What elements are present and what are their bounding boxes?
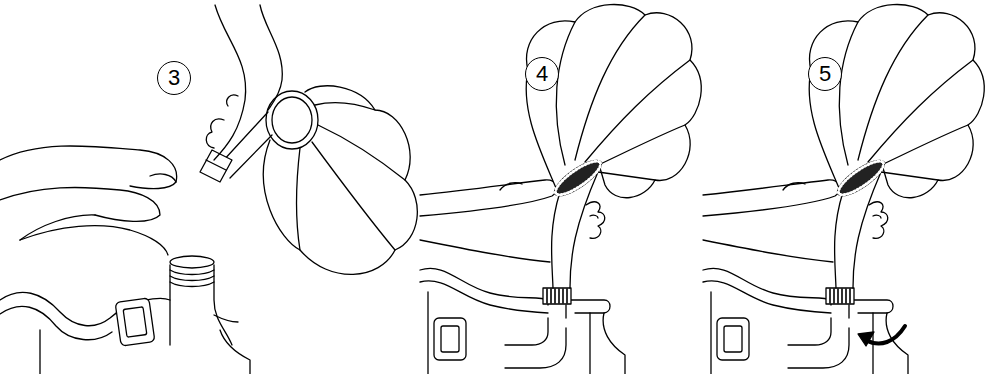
step-number: 5 — [819, 63, 831, 85]
step-circle: 4 — [525, 57, 559, 91]
panel-step-3 — [0, 5, 417, 374]
panel-step-5 — [703, 5, 984, 374]
step-number: 4 — [536, 63, 548, 85]
step-circle: 5 — [808, 57, 842, 91]
panel-step-4 — [420, 5, 701, 374]
step-number: 3 — [168, 67, 180, 89]
step-circle: 3 — [157, 61, 191, 95]
arrow-head — [858, 332, 874, 346]
